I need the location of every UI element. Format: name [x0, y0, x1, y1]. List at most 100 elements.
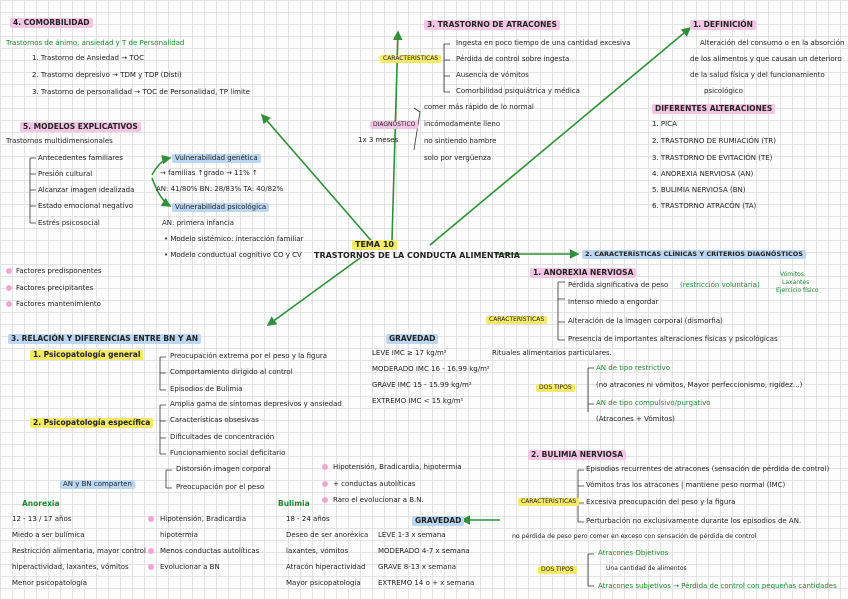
- diagnostico-crit: solo por vergüenza: [424, 154, 492, 162]
- atracones-title: 3. TRASTORNO DE ATRACONES: [424, 20, 560, 30]
- bullet-icon: [148, 564, 154, 570]
- side-note: Laxantes: [782, 279, 810, 286]
- gravedad-row: LEVE IMC ≥ 17 kg/m²: [372, 349, 447, 357]
- bn-gravedad-label: GRAVEDAD: [412, 516, 465, 526]
- comorbilidad-item: 2. Trastorno depresivo → TDM y TDP (Dist…: [32, 71, 182, 79]
- bulimia-compare: 18 - 24 años: [286, 515, 330, 523]
- definicion-text: de la salud física y del funcionamiento: [690, 71, 825, 79]
- alteracion-item: 5. BULIMIA NERVIOSA (BN): [652, 186, 746, 194]
- mid2-item: Hipotensión, Bradicardia: [160, 515, 247, 523]
- atracones-item: Pérdida de control sobre ingesta: [456, 55, 570, 63]
- psico-general-item: Preocupación extrema por el peso y la fi…: [170, 352, 328, 360]
- anorexia-item: Intenso miedo a engordar: [568, 298, 659, 306]
- atracones-subjetivos: Atracones subjetivos → Pérdida de contro…: [598, 582, 837, 590]
- mid-item: + conductas autolíticas: [333, 480, 416, 488]
- alteracion-item: 6. TRASTORNO ATRACÓN (TA): [652, 202, 757, 210]
- bulimia-item: Vómitos tras los atracones | mantiene pe…: [586, 481, 786, 489]
- bulimia-note: no pérdida de peso pero comer en exceso …: [512, 533, 757, 540]
- bulimia-compare: Mayor psicopatología: [286, 579, 361, 587]
- bn-dos-tipos-label: DOS TIPOS: [538, 566, 577, 574]
- factor-bullet: Factores mantenimiento: [16, 300, 101, 308]
- diagnostico-crit: no sintiendo hambre: [424, 137, 497, 145]
- bulimia-caracteristicas: CARACTERÍSTICAS: [518, 498, 580, 506]
- psico-especifica-item: Dificultades de concentración: [170, 433, 275, 441]
- psicopatologia-general: 1. Psicopatología general: [30, 350, 144, 360]
- comorbilidad-subtitle: Trastornos de ánimo, ansiedad y T de Per…: [6, 39, 185, 47]
- vuln-stats: AN: 41/80% BN: 28/83% TA: 40/82%: [156, 185, 284, 193]
- anorexia-compare: 12 - 13 / 17 años: [12, 515, 72, 523]
- modelo-sistemico: • Modelo sistémico: interacción familiar: [164, 235, 304, 243]
- caracteristicas-title: 2. CARACTERÍSTICAS CLÍNICAS Y CRITERIOS …: [582, 250, 806, 259]
- definicion-text: Alteración del consumo o en la absorción: [700, 39, 845, 47]
- factor-item: Estrés psicosocial: [38, 219, 100, 227]
- tipo-restrictivo: AN de tipo restrictivo: [596, 364, 671, 372]
- definicion-title: 1. DEFINICIÓN: [690, 20, 756, 30]
- side-note: Vómitos: [780, 271, 804, 278]
- psico-especifica-item: Características obsesivas: [170, 416, 259, 424]
- alteracion-item: 2. TRASTORNO DE RUMIACIÓN (TR): [652, 137, 776, 145]
- mid2-item: Evolucionar a BN: [160, 563, 220, 571]
- bullet-icon: [148, 548, 154, 554]
- atracones-item: Ausencia de vómitos: [456, 71, 529, 79]
- anorexia-compare: Miedo a ser bulímica: [12, 531, 85, 539]
- atracones-item: Ingesta en poco tiempo de una cantidad e…: [456, 39, 631, 47]
- gravedad-row: MODERADO IMC 16 - 16.99 kg/m²: [372, 365, 490, 373]
- tipo-purgativo-desc: (Atracones + Vómitos): [596, 415, 675, 423]
- anorexia-item: Alteración de la imagen corporal (dismor…: [568, 317, 723, 325]
- vuln-psicologica: Vulnerabilidad psicológica: [172, 203, 270, 212]
- center-subtitle: TRASTORNOS DE LA CONDUCTA ALIMENTARIA: [314, 251, 520, 260]
- psicopatologia-especifica: 2. Psicopatología específica: [30, 418, 154, 428]
- anorexia-compare: Restricción alimentaria, mayor control: [12, 547, 146, 555]
- comorbilidad-title: 4. COMORBILIDAD: [10, 18, 93, 28]
- vuln-an: AN: primera infancia: [162, 219, 235, 227]
- atracones-objetivos-desc: Una cantidad de alimentos: [606, 565, 687, 572]
- factor-item: Alcanzar imagen idealizada: [38, 186, 135, 194]
- diagnostico-freq: 1x 3 meses: [358, 136, 399, 144]
- alteraciones-title: DIFERENTES ALTERACIONES: [652, 104, 776, 114]
- comorbilidad-item: 1. Trastorno de Ansiedad → TOC: [32, 54, 144, 62]
- bulimia-item: Perturbación no exclusivamente durante l…: [586, 517, 802, 525]
- alteracion-item: 1. PICA: [652, 120, 677, 128]
- vuln-familias: → familias ↑grado → 11% ↑: [160, 169, 258, 177]
- factor-item: Presión cultural: [38, 170, 93, 178]
- bullet-icon: [322, 481, 328, 487]
- gravedad-row: GRAVE IMC 15 - 15.99 kg/m²: [372, 381, 472, 389]
- tipo-restrictivo-desc: (no atracones ni vómitos, Mayor perfecci…: [596, 381, 803, 389]
- atracones-objetivos: Atracones Objetivos: [598, 549, 669, 557]
- bulimia-title: 2. BULIMIA NERVIOSA: [528, 450, 627, 460]
- anorexia-title: 1. ANOREXIA NERVIOSA: [530, 268, 637, 278]
- bullet-icon: [148, 516, 154, 522]
- bullet-icon: [6, 285, 12, 291]
- mid-item: Hipotensión, Bradicardia, hipotermia: [333, 463, 462, 471]
- gravedad-label: GRAVEDAD: [386, 334, 439, 344]
- comorbilidad-item: 3. Trastorno de personalidad → TOC de Pe…: [32, 88, 250, 96]
- diagnostico-label: DIAGNÓSTICO: [370, 121, 419, 129]
- gravedad-row: EXTREMO IMC < 15 kg/m²: [372, 397, 464, 405]
- comparten-label: AN y BN comparten: [60, 480, 135, 489]
- bn-gravedad-row: EXTREMO 14 o + x semana: [378, 579, 475, 587]
- factor-bullet: Factores precipitantes: [16, 284, 94, 292]
- anorexia-head: Anorexia: [22, 499, 60, 508]
- bulimia-compare: Deseo de ser anoréxica: [286, 531, 369, 539]
- factor-item: Estado emocional negativo: [38, 202, 134, 210]
- psico-especifica-item: Amplia gama de síntomas depresivos y ans…: [170, 400, 342, 408]
- bn-gravedad-row: GRAVE 8-13 x semana: [378, 563, 457, 571]
- anorexia-compare: Menor psicopatología: [12, 579, 88, 587]
- modelos-title: 5. MODELOS EXPLICATIVOS: [20, 122, 141, 132]
- bulimia-compare: Atracón hiperactividad: [286, 563, 366, 571]
- dos-tipos-label: DOS TIPOS: [536, 384, 575, 392]
- modelos-subtitle: Trastornos multidimensionales: [6, 137, 113, 145]
- rituales-text: Rituales alimentarios particulares.: [492, 349, 612, 357]
- bullet-icon: [322, 464, 328, 470]
- bullet-icon: [6, 301, 12, 307]
- psico-general-item: Episodios de Bulimia: [170, 385, 243, 393]
- psico-especifica-item: Funcionamiento social deficitario: [170, 449, 286, 457]
- definicion-text: de los alimentos y que causan un deterio…: [690, 55, 842, 63]
- bn-gravedad-row: MODERADO 4-7 x semana: [378, 547, 470, 555]
- alteracion-item: 3. TRASTORNO DE EVITACIÓN (TE): [652, 154, 773, 162]
- vuln-genetica: Vulnerabilidad genética: [172, 154, 261, 163]
- diagnostico-crit: comer más rápido de lo normal: [424, 103, 534, 111]
- comparten-item: Preocupación por el peso: [176, 483, 265, 491]
- mid2-item: hipotermia: [160, 531, 198, 539]
